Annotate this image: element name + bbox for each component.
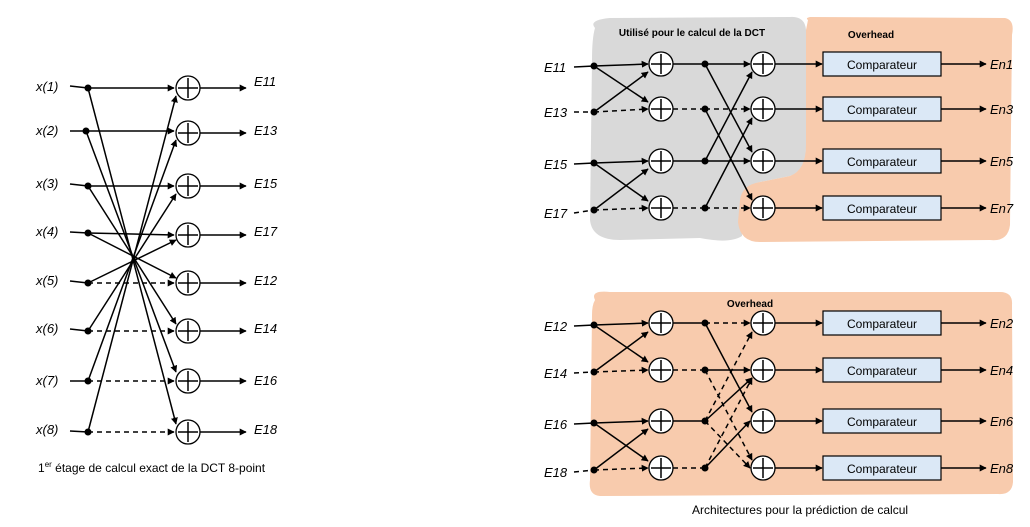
adder-icon <box>648 357 674 383</box>
input-label: E16 <box>544 417 568 432</box>
output-label: E14 <box>254 321 277 336</box>
comparator-block: Comparateur <box>822 455 942 481</box>
adder-icon <box>175 75 201 101</box>
adder-icon <box>750 357 776 383</box>
comparator-block: Comparateur <box>822 148 942 174</box>
adder-icon <box>175 173 201 199</box>
comparator-block: Comparateur <box>822 310 942 336</box>
adder-icon <box>750 195 776 221</box>
output-label: E12 <box>254 273 278 288</box>
output-label: E18 <box>254 422 278 437</box>
left-butterfly: x(1) x(2) x(3) x(4) x(5) x(6) x(7) x(8) <box>35 74 278 475</box>
output-label: E17 <box>254 224 278 239</box>
adder-icon <box>648 408 674 434</box>
output-label: En3 <box>990 102 1014 117</box>
comparator-block: Comparateur <box>822 195 942 221</box>
adder-icon <box>648 96 674 122</box>
input-label: x(4) <box>35 224 58 239</box>
output-label: E15 <box>254 176 278 191</box>
output-label: En4 <box>990 363 1013 378</box>
input-label: x(6) <box>35 321 58 336</box>
input-label: E14 <box>544 366 567 381</box>
comparator-block: Comparateur <box>822 357 942 383</box>
adder-icon <box>750 408 776 434</box>
overhead-title-top: Overhead <box>848 30 894 41</box>
overhead-region-top <box>738 17 1013 242</box>
adder-icon <box>175 270 201 296</box>
adder-icon <box>750 455 776 481</box>
output-label: En7 <box>990 201 1014 216</box>
adder-icon <box>648 148 674 174</box>
input-label: E18 <box>544 465 568 480</box>
output-label: E13 <box>254 123 278 138</box>
adder-icon <box>750 51 776 77</box>
output-label: En8 <box>990 461 1014 476</box>
input-label: x(3) <box>35 176 58 191</box>
right-caption: Architectures pour la prédiction de calc… <box>692 503 908 517</box>
comparator-label: Comparateur <box>847 155 917 169</box>
comparator-label: Comparateur <box>847 415 917 429</box>
overhead-region-bottom <box>589 291 1013 496</box>
comparator-label: Comparateur <box>847 202 917 216</box>
output-label: En6 <box>990 414 1014 429</box>
output-label: E11 <box>254 74 276 89</box>
output-label: En5 <box>990 154 1014 169</box>
adder-icon <box>648 51 674 77</box>
comparator-label: Comparateur <box>847 462 917 476</box>
input-label: x(2) <box>35 123 58 138</box>
top-architecture: E11 E13 E15 E17 <box>544 51 1014 221</box>
output-label: En2 <box>990 316 1014 331</box>
input-label: E11 <box>544 60 566 75</box>
adder-icon <box>175 120 201 146</box>
adder-icon <box>175 318 201 344</box>
comparator-label: Comparateur <box>847 364 917 378</box>
left-caption: 1er étage de calcul exact de la DCT 8-po… <box>38 460 266 475</box>
adder-icon <box>750 96 776 122</box>
bottom-architecture: E12 E14 E16 E18 <box>544 310 1014 481</box>
comparator-label: Comparateur <box>847 103 917 117</box>
comparator-label: Comparateur <box>847 317 917 331</box>
adder-icon <box>750 310 776 336</box>
overhead-title-bottom: Overhead <box>727 299 773 310</box>
input-label: E17 <box>544 206 568 221</box>
comparator-block: Comparateur <box>822 51 942 77</box>
comparator-block: Comparateur <box>822 96 942 122</box>
input-label: E15 <box>544 157 568 172</box>
comparator-label: Comparateur <box>847 58 917 72</box>
input-label: x(8) <box>35 422 58 437</box>
input-label: E12 <box>544 319 568 334</box>
dct-region-title: Utilisé pour le calcul de la DCT <box>619 28 765 39</box>
adder-icon <box>648 195 674 221</box>
comparator-block: Comparateur <box>822 408 942 434</box>
input-label: E13 <box>544 105 568 120</box>
adder-icon <box>175 368 201 394</box>
output-label: En1 <box>990 57 1013 72</box>
adder-icon <box>750 148 776 174</box>
adder-icon <box>648 310 674 336</box>
input-label: x(5) <box>35 273 58 288</box>
adder-icon <box>648 455 674 481</box>
output-label: E16 <box>254 373 278 388</box>
adder-icon <box>175 222 201 248</box>
input-label: x(7) <box>35 373 58 388</box>
adder-icon <box>175 419 201 445</box>
input-label: x(1) <box>35 79 58 94</box>
